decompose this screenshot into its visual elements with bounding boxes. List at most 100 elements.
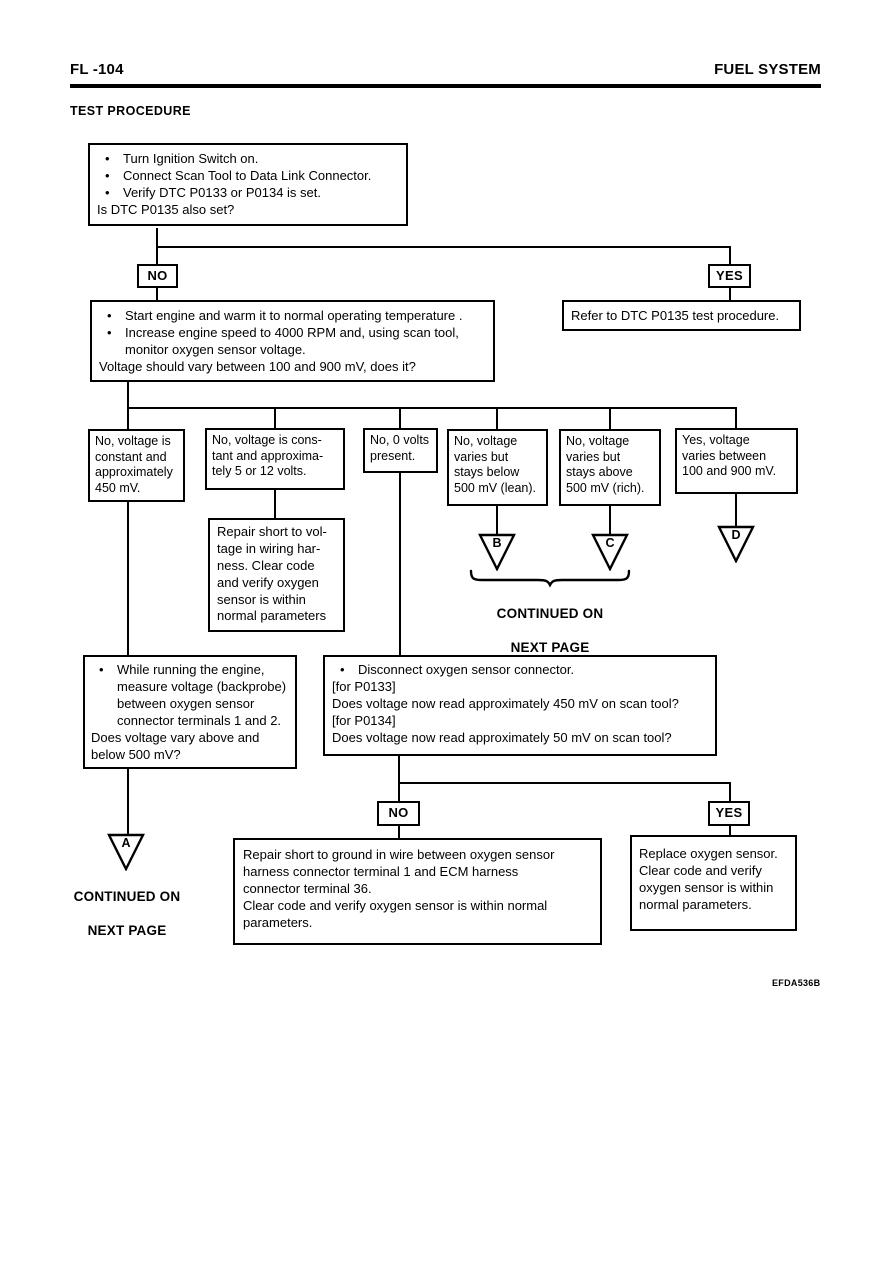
- flow-box-result-0v: No, 0 volts present.: [363, 428, 438, 473]
- action-text: Repair short to ground in wire between o…: [243, 847, 555, 931]
- result-text: No, voltage varies but stays above 500 m…: [566, 434, 645, 495]
- connector-line: [156, 288, 158, 301]
- connector-line: [399, 473, 401, 655]
- connector-letter: C: [605, 536, 615, 550]
- condition-text: [for P0133]: [332, 679, 396, 695]
- result-text: No, voltage varies but stays below 500 m…: [454, 434, 536, 495]
- step-text: Verify DTC P0133 or P0134 is set.: [123, 185, 321, 201]
- decision-yes-2: YES: [708, 801, 750, 826]
- connector-line: [156, 228, 158, 248]
- triangle-down-icon: [717, 525, 755, 563]
- step-text: Connect Scan Tool to Data Link Connector…: [123, 168, 372, 184]
- bullet-line: • Connect Scan Tool to Data Link Connect…: [97, 167, 399, 184]
- flow-box-repair-ground: Repair short to ground in wire between o…: [233, 838, 602, 945]
- step-text: Disconnect oxygen sensor connector.: [358, 662, 575, 677]
- triangle-down-icon: [591, 533, 629, 571]
- triangle-down-icon: [107, 833, 145, 871]
- bullet-icon: •: [107, 325, 112, 341]
- connector-line: [398, 782, 731, 784]
- question-text: Voltage should vary between 100 and 900 …: [99, 359, 416, 375]
- flow-box-result-5-12v: No, voltage is cons- tant and approxima-…: [205, 428, 345, 490]
- flow-box-warm-up: • Start engine and warm it to normal ope…: [90, 300, 495, 383]
- connector-line: [399, 407, 401, 429]
- flow-box-replace-sensor: Replace oxygen sensor. Clear code and ve…: [630, 835, 797, 931]
- bullet-icon: •: [105, 151, 110, 166]
- connector-line: [127, 768, 129, 834]
- decision-no-1: NO: [137, 264, 178, 288]
- bullet-icon: •: [99, 662, 104, 677]
- connector-line: [609, 506, 611, 534]
- step-text: While running the engine, measure voltag…: [117, 662, 287, 729]
- bullet-line: • Increase engine speed to 4000 RPM and,…: [99, 324, 486, 358]
- offpage-connector-b: B: [478, 533, 516, 571]
- step-text: Increase engine speed to 4000 RPM and, u…: [125, 325, 459, 358]
- continued-line-1: CONTINUED ON: [73, 888, 181, 904]
- flow-box-disconnect: • Disconnect oxygen sensor connector. [f…: [323, 655, 717, 756]
- question-text: Does voltage now read approximately 450 …: [332, 696, 679, 712]
- result-text: No, voltage is cons- tant and approxima-…: [212, 433, 324, 479]
- connector-line: [127, 502, 129, 655]
- action-text: Replace oxygen sensor. Clear code and ve…: [639, 846, 778, 913]
- result-text: Yes, voltage varies between 100 and 900 …: [682, 433, 777, 479]
- connector-line: [496, 407, 498, 430]
- question-text: Is DTC P0135 also set?: [97, 202, 235, 218]
- continued-note-a: CONTINUED ON NEXT PAGE: [54, 872, 200, 940]
- connector-line: [274, 490, 276, 518]
- bullet-icon: •: [105, 185, 110, 201]
- connector-letter: B: [492, 536, 502, 550]
- connector-line: [735, 494, 737, 526]
- connector-line: [729, 246, 731, 265]
- connector-line: [496, 506, 498, 534]
- step-text: Start engine and warm it to normal opera…: [125, 308, 463, 323]
- bullet-line: • Verify DTC P0133 or P0134 is set.: [97, 184, 399, 201]
- page-code: FL -104: [70, 61, 124, 78]
- question-text: Does voltage vary above and below 500 mV…: [91, 730, 260, 763]
- flow-box-start: • Turn Ignition Switch on. • Connect Sca…: [88, 143, 408, 226]
- figure-code: EFDA536B: [772, 978, 821, 988]
- section-title: TEST PROCEDURE: [70, 104, 191, 118]
- connector-letter: A: [121, 836, 131, 850]
- bullet-line: • Disconnect oxygen sensor connector.: [332, 661, 708, 678]
- decision-no-2: NO: [377, 801, 420, 826]
- continued-line-1: CONTINUED ON: [496, 605, 604, 621]
- connector-line: [156, 246, 158, 265]
- flow-box-result-rich: No, voltage varies but stays above 500 m…: [559, 429, 661, 506]
- connector-line: [609, 407, 611, 430]
- result-text: No, voltage is constant and approximatel…: [95, 434, 173, 495]
- connector-line: [398, 756, 400, 784]
- bullet-line: • Start engine and warm it to normal ope…: [99, 307, 486, 324]
- header-rule: [70, 84, 821, 88]
- flow-box-refer-p0135: Refer to DTC P0135 test procedure.: [562, 300, 801, 331]
- continued-line-2: NEXT PAGE: [510, 639, 590, 655]
- bullet-line: • Turn Ignition Switch on.: [97, 150, 399, 167]
- offpage-connector-c: C: [591, 533, 629, 571]
- connector-letter: D: [731, 528, 741, 542]
- brace-icon: [468, 568, 632, 593]
- flow-box-result-lean: No, voltage varies but stays below 500 m…: [447, 429, 548, 506]
- connector-line: [729, 826, 731, 836]
- connector-line: [127, 407, 737, 409]
- connector-line: [729, 782, 731, 801]
- flow-box-result-normal: Yes, voltage varies between 100 and 900 …: [675, 428, 798, 494]
- question-text: Does voltage now read approximately 50 m…: [332, 730, 672, 746]
- bullet-icon: •: [340, 662, 345, 677]
- continued-line-2: NEXT PAGE: [87, 922, 167, 938]
- connector-line: [127, 381, 129, 429]
- result-text: No, 0 volts present.: [370, 433, 430, 463]
- triangle-down-icon: [478, 533, 516, 571]
- connector-line: [729, 288, 731, 301]
- flow-box-repair-voltage: Repair short to vol- tage in wiring har-…: [208, 518, 345, 632]
- flow-box-result-450mv: No, voltage is constant and approximatel…: [88, 429, 185, 502]
- action-text: Repair short to vol- tage in wiring har-…: [217, 524, 327, 624]
- condition-text: [for P0134]: [332, 713, 396, 729]
- bullet-icon: •: [107, 308, 112, 323]
- continued-note-bc: CONTINUED ON NEXT PAGE: [460, 589, 640, 657]
- bullet-icon: •: [105, 168, 110, 184]
- offpage-connector-d: D: [717, 525, 755, 563]
- connector-line: [274, 407, 276, 429]
- step-text: Turn Ignition Switch on.: [123, 151, 259, 166]
- connector-line: [735, 407, 737, 429]
- action-text: Refer to DTC P0135 test procedure.: [571, 308, 780, 323]
- bullet-line: • While running the engine, measure volt…: [91, 661, 289, 729]
